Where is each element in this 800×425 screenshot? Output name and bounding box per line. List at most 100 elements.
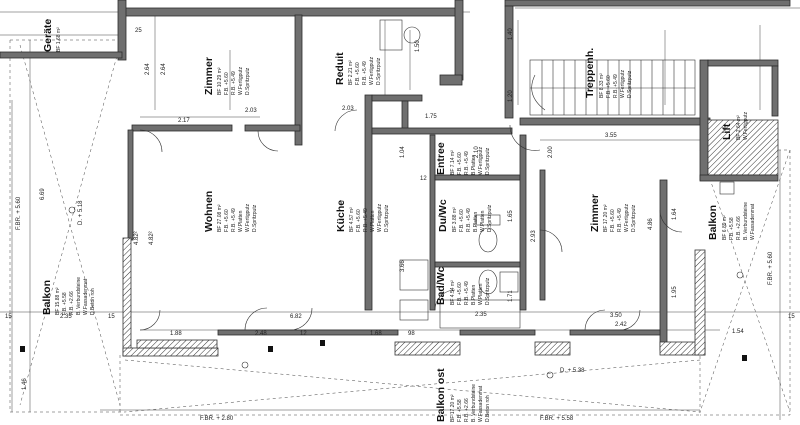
walls [0, 0, 791, 357]
room-info-line: R.B. +5.49 [466, 208, 472, 232]
room-info-line: D.Beton roh [485, 395, 491, 422]
room-info-line: D.Spritzputz [627, 70, 633, 98]
room-info-line: W.Platten [238, 210, 244, 232]
room-info-line: B.Platten [473, 211, 479, 232]
dimension-label: 4.82² [134, 231, 140, 245]
section-markers [20, 206, 747, 379]
room-name-entree: Entree [435, 142, 447, 175]
room-info-lift: BF 2.64 m² W.Fertigputz [736, 111, 749, 140]
dimension-label: 1.46 [22, 378, 28, 390]
room-info-line: W.Platten [480, 210, 486, 232]
room-info-line: W.Platten [370, 210, 376, 232]
room-info-line: R.B. +5.49 [231, 71, 237, 95]
room-info-line: R.B. +5.49 [362, 61, 368, 85]
dimension-label: 2.03 [342, 106, 354, 112]
room-name-balkon-ost: Balkon ost [435, 368, 447, 422]
dimension-label: 4.82² [149, 231, 155, 245]
dimension-label: F.BR. + 2.80 [200, 416, 234, 422]
dimension-lines [0, 7, 800, 420]
dimension-label: 12 [300, 331, 307, 337]
dimension-label: 2.03 [245, 108, 257, 114]
room-info-line: W.Fertigputz [369, 56, 375, 85]
room-name-zimmer-2: Zimmer [589, 194, 601, 232]
room-info-line: W.Fassadenmat [750, 203, 756, 240]
room-info-line: B.Platten [471, 284, 477, 305]
room-info-line: F.B. +5.58 [62, 292, 68, 315]
room-info-line: R.B. +2.66 [69, 291, 75, 315]
dimension-label: 1.95 [672, 286, 678, 298]
room-info-bad-wc: BF 4.54 m² F.B. +5.60 R.B. +5.49 B.Platt… [450, 277, 491, 305]
room-info-line: D.Spritzputz [487, 204, 493, 232]
dimension-label: 3.66 [400, 260, 406, 272]
dimension-label: 1.04 [400, 146, 406, 158]
room-name-reduit: Reduit [334, 52, 346, 85]
room-info-line: F.B. +5.60 [356, 209, 362, 232]
room-info-line: BF 2.64 m² [736, 115, 742, 140]
dimension-label: 1.71 [508, 290, 514, 302]
room-name-kueche: Küche [335, 200, 347, 232]
room-info-geraete: BF 1.68 m² [56, 27, 62, 52]
room-info-line: W.Platten [478, 283, 484, 305]
room-name-lift: Lift [721, 123, 733, 140]
dimension-label: 2.42 [615, 322, 627, 328]
dimension-label: 1.75 [425, 114, 437, 120]
room-info-entree: BF 7.14 m² F.B. +5.60 R.B. +5.49 B.Platt… [450, 146, 491, 175]
room-info-du-wc: BF 3.88 m² F.B. +5.60 R.B. +5.49 B.Platt… [452, 204, 493, 232]
dimension-label: 6.82 [290, 314, 302, 320]
room-info-line: B. Verbundsteine [471, 384, 477, 422]
room-info-line: D.Spritzputz [376, 57, 382, 85]
room-name-geraete: Geräte [42, 19, 54, 52]
dimension-label: 2.93 [531, 230, 537, 242]
room-info-line: BF 17.20 m² [450, 394, 456, 422]
room-info-balkon-east: BF 6.89 m² F.B. +5.58 R.B. +2.66 B. Verb… [722, 202, 756, 240]
room-name-balkon-west: Balkon [41, 280, 53, 315]
room-info-line: F.B. +5.60 [606, 75, 612, 98]
room-info-line: D.Spritzputz [485, 277, 491, 305]
dimension-label: 2.64 [161, 63, 167, 75]
room-info-line: BF 4.54 m² [450, 280, 456, 305]
dimension-label: 1.54 [732, 329, 744, 335]
room-info-line: D.Spritzputz [252, 204, 258, 232]
room-info-line: D.Spritzputz [631, 204, 637, 232]
dimension-label: 1.68 [370, 331, 382, 337]
room-info-treppenhaus: BF 8.33 m² F.B. +5.60 R.B. +5.49 W.Ferti… [599, 69, 633, 98]
dimension-label: 2.17 [178, 118, 190, 124]
sanitary-fixtures [379, 19, 735, 329]
room-info-line: W.Fertigputz [238, 66, 244, 95]
room-info-line: BF 10.29 m² [217, 67, 223, 95]
dimension-label: 15 [108, 314, 115, 320]
room-info-reduit: BF 2.21 m² F.B. +5.60 R.B. +5.49 W.Ferti… [348, 56, 382, 85]
room-info-line: R.B. +2.66 [464, 398, 470, 422]
room-name-zimmer-1: Zimmer [203, 57, 215, 95]
room-info-zimmer-2: BF 17.20 m² F.B. +5.60 R.B. +5.49 W.Fert… [603, 203, 637, 232]
dimension-label: 1.64 [672, 208, 678, 220]
dimension-label: 2.64 [145, 63, 151, 75]
room-info-line: F.B. +5.60 [610, 209, 616, 232]
dimension-label: 98 [408, 331, 415, 337]
room-info-line: BF 2.21 m² [348, 60, 354, 85]
dimension-label: D. + 5.38 [560, 368, 585, 374]
room-info-line: W.Fertigputz [478, 146, 484, 175]
room-info-line: R.B. +5.49 [464, 151, 470, 175]
room-info-line: F.B. +5.60 [355, 62, 361, 85]
dimension-label: 15 [5, 314, 12, 320]
dimension-labels: 2.64 2.64 2.17 2.03 2.03 1.75 1.50 1.40 … [5, 28, 795, 422]
room-info-line: R.B. +5.49 [613, 74, 619, 98]
room-info-kueche: BF 4.57 m² F.B. +5.60 R.B. +5.49 W.Platt… [349, 203, 390, 232]
room-info-line: BF 6.89 m² [722, 215, 728, 240]
balcony-outlines [9, 39, 791, 416]
room-info-line: BF 3.88 m² [452, 207, 458, 232]
room-info-line: W.Fertigputz [377, 203, 383, 232]
room-info-balkon-west: BF 15.88 m² F.B. +5.58 R.B. +2.66 B. Ver… [55, 277, 96, 315]
room-info-line: F.B. +5.58 [457, 399, 463, 422]
dimension-label: 1.65 [508, 210, 514, 222]
room-info-line: F.B. +5.60 [459, 209, 465, 232]
room-info-line: W.Fertigputz [624, 203, 630, 232]
room-info-line: R.B. +2.66 [736, 216, 742, 240]
room-info-line: W.Fassadenmat [478, 385, 484, 422]
room-info-line: D.Spritzputz [245, 67, 251, 95]
dimension-label: 15 [788, 314, 795, 320]
room-info-line: F.B. +5.58 [729, 217, 735, 240]
dimension-label: 1.88 [170, 331, 182, 337]
room-info-line: BF 1.68 m² [56, 27, 62, 52]
